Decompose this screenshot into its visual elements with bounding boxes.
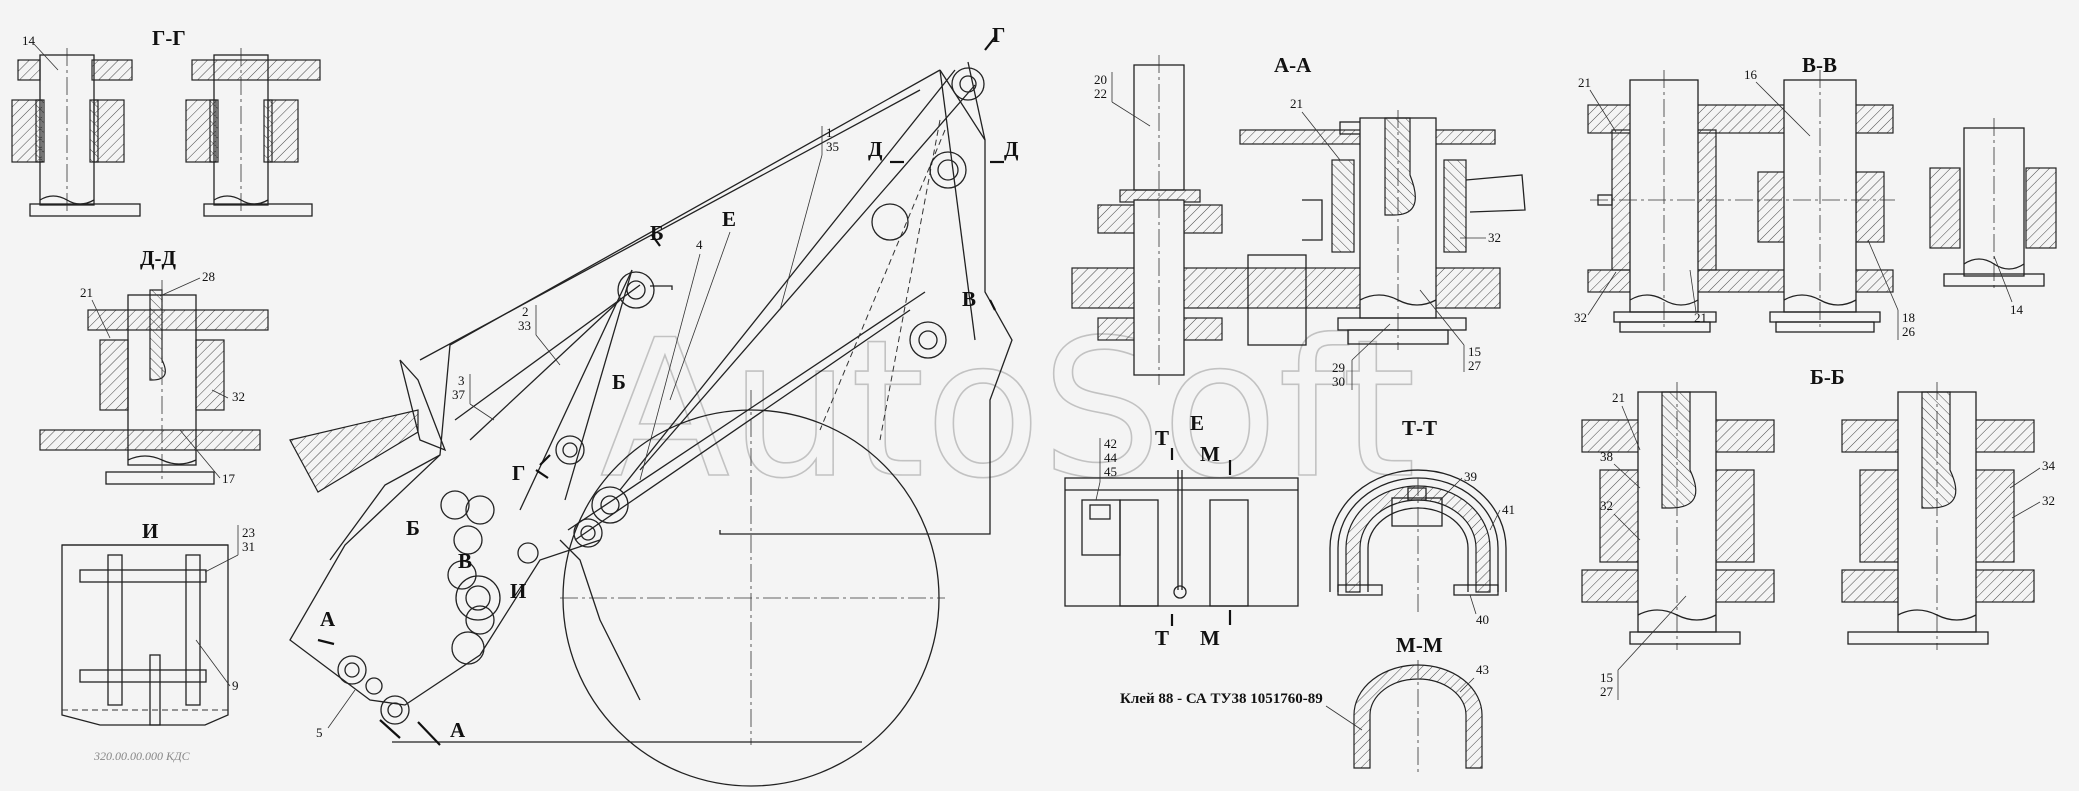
cut-mark-a-left: А <box>320 607 336 631</box>
callout-27-aa: 27 <box>1468 358 1482 373</box>
cut-mark-e-right: Е <box>1190 411 1204 435</box>
callout-21: 21 <box>80 285 93 300</box>
callout-22: 22 <box>1094 86 1107 101</box>
callout-17: 17 <box>222 471 236 486</box>
callout-42: 42 <box>1104 436 1117 451</box>
section-title-gg: Г-Г <box>152 26 186 50</box>
callout-2: 2 <box>522 304 529 319</box>
section-aa: А-А 20 22 21 32 15 27 29 30 <box>1071 53 1526 390</box>
callout-18: 18 <box>1902 310 1915 325</box>
callout-30: 30 <box>1332 374 1345 389</box>
callout-14-vv: 14 <box>2010 302 2024 317</box>
callout-5: 5 <box>316 725 323 740</box>
callout-27-bb: 27 <box>1600 684 1614 699</box>
cut-mark-e: Е <box>722 207 736 231</box>
section-gg: Г-Г 14 <box>11 26 321 217</box>
main-assembly: Г Д Д Б Е В Б Г Б В И А А 1 35 4 2 33 3 … <box>289 23 1019 787</box>
section-title-aa: А-А <box>1274 53 1312 77</box>
callout-21-vv-bottom: 21 <box>1694 310 1707 325</box>
callout-15-bb: 15 <box>1600 670 1613 685</box>
callout-15-aa: 15 <box>1468 344 1481 359</box>
cut-mark-v-left: В <box>458 549 472 573</box>
callout-32: 32 <box>232 389 245 404</box>
cut-mark-g-left: Г <box>512 461 525 485</box>
callout-26: 26 <box>1902 324 1916 339</box>
watermark: AutoSoft <box>600 299 1416 520</box>
callout-21-vv-top: 21 <box>1578 75 1591 90</box>
section-title-mm: М-М <box>1396 633 1443 657</box>
section-title-tt: Т-Т <box>1402 416 1437 440</box>
callout-21-bb: 21 <box>1612 390 1625 405</box>
cut-mark-t-bottom: Т <box>1155 626 1169 650</box>
callout-34: 34 <box>2042 458 2056 473</box>
callout-33: 33 <box>518 318 531 333</box>
cut-mark-d-left: Д <box>868 137 883 161</box>
callout-43: 43 <box>1476 662 1489 677</box>
section-title-dd: Д-Д <box>140 246 176 270</box>
cut-mark-t-top: Т <box>1155 426 1169 450</box>
callout-9: 9 <box>232 678 239 693</box>
cut-mark-a-bottom: А <box>450 718 466 742</box>
cut-mark-b-left: Б <box>406 516 420 540</box>
callout-4: 4 <box>696 237 703 252</box>
callout-3: 3 <box>458 373 465 388</box>
cut-mark-m-bottom: М <box>1200 626 1220 650</box>
callout-28: 28 <box>202 269 215 284</box>
callout-23: 23 <box>242 525 255 540</box>
callout-14: 14 <box>22 33 36 48</box>
section-dd: Д-Д 21 28 32 17 <box>39 246 269 486</box>
cut-mark-i: И <box>510 579 526 603</box>
callout-41: 41 <box>1502 502 1515 517</box>
callout-45: 45 <box>1104 464 1117 479</box>
section-title-i: И <box>142 519 158 543</box>
callout-20: 20 <box>1094 72 1107 87</box>
callout-32-bb-right: 32 <box>2042 493 2055 508</box>
callout-21-aa: 21 <box>1290 96 1303 111</box>
cut-mark-d-right: Д <box>1004 137 1019 161</box>
callout-31: 31 <box>242 539 255 554</box>
section-mm: М-М 43 Клей 88 - СА ТУ38 1051760-89 <box>1120 633 1489 775</box>
callout-16: 16 <box>1744 67 1758 82</box>
view-t-m: Т Т М М Е 42 44 45 <box>1064 411 1299 650</box>
section-bb: Б-Б 21 38 32 15 27 34 32 <box>1581 365 2056 700</box>
callout-38: 38 <box>1600 449 1613 464</box>
callout-35: 35 <box>826 139 839 154</box>
callout-29: 29 <box>1332 360 1345 375</box>
cut-mark-g-top: Г <box>992 23 1005 47</box>
drawing-code: 320.00.00.000 КДС <box>93 749 191 763</box>
cut-mark-v-right: В <box>962 287 976 311</box>
cut-mark-b-mid: Б <box>612 370 626 394</box>
callout-32-aa: 32 <box>1488 230 1501 245</box>
section-i: И 23 31 9 320.00.00.000 КДС <box>61 519 255 763</box>
section-title-bb: Б-Б <box>1810 365 1845 389</box>
cut-mark-b-top: Б <box>650 221 664 245</box>
cut-mark-m-top: М <box>1200 442 1220 466</box>
callout-44: 44 <box>1104 450 1118 465</box>
callout-39: 39 <box>1464 469 1477 484</box>
callout-1: 1 <box>826 125 833 140</box>
section-tt: Т-Т 39 41 40 <box>1329 416 1515 627</box>
section-vv: В-В 21 16 32 21 18 26 <box>1574 53 2057 340</box>
section-title-vv: В-В <box>1802 53 1837 77</box>
callout-37: 37 <box>452 387 466 402</box>
callout-40: 40 <box>1476 612 1489 627</box>
callout-32-vv: 32 <box>1574 310 1587 325</box>
callout-32-bb: 32 <box>1600 498 1613 513</box>
glue-note: Клей 88 - СА ТУ38 1051760-89 <box>1120 691 1323 707</box>
